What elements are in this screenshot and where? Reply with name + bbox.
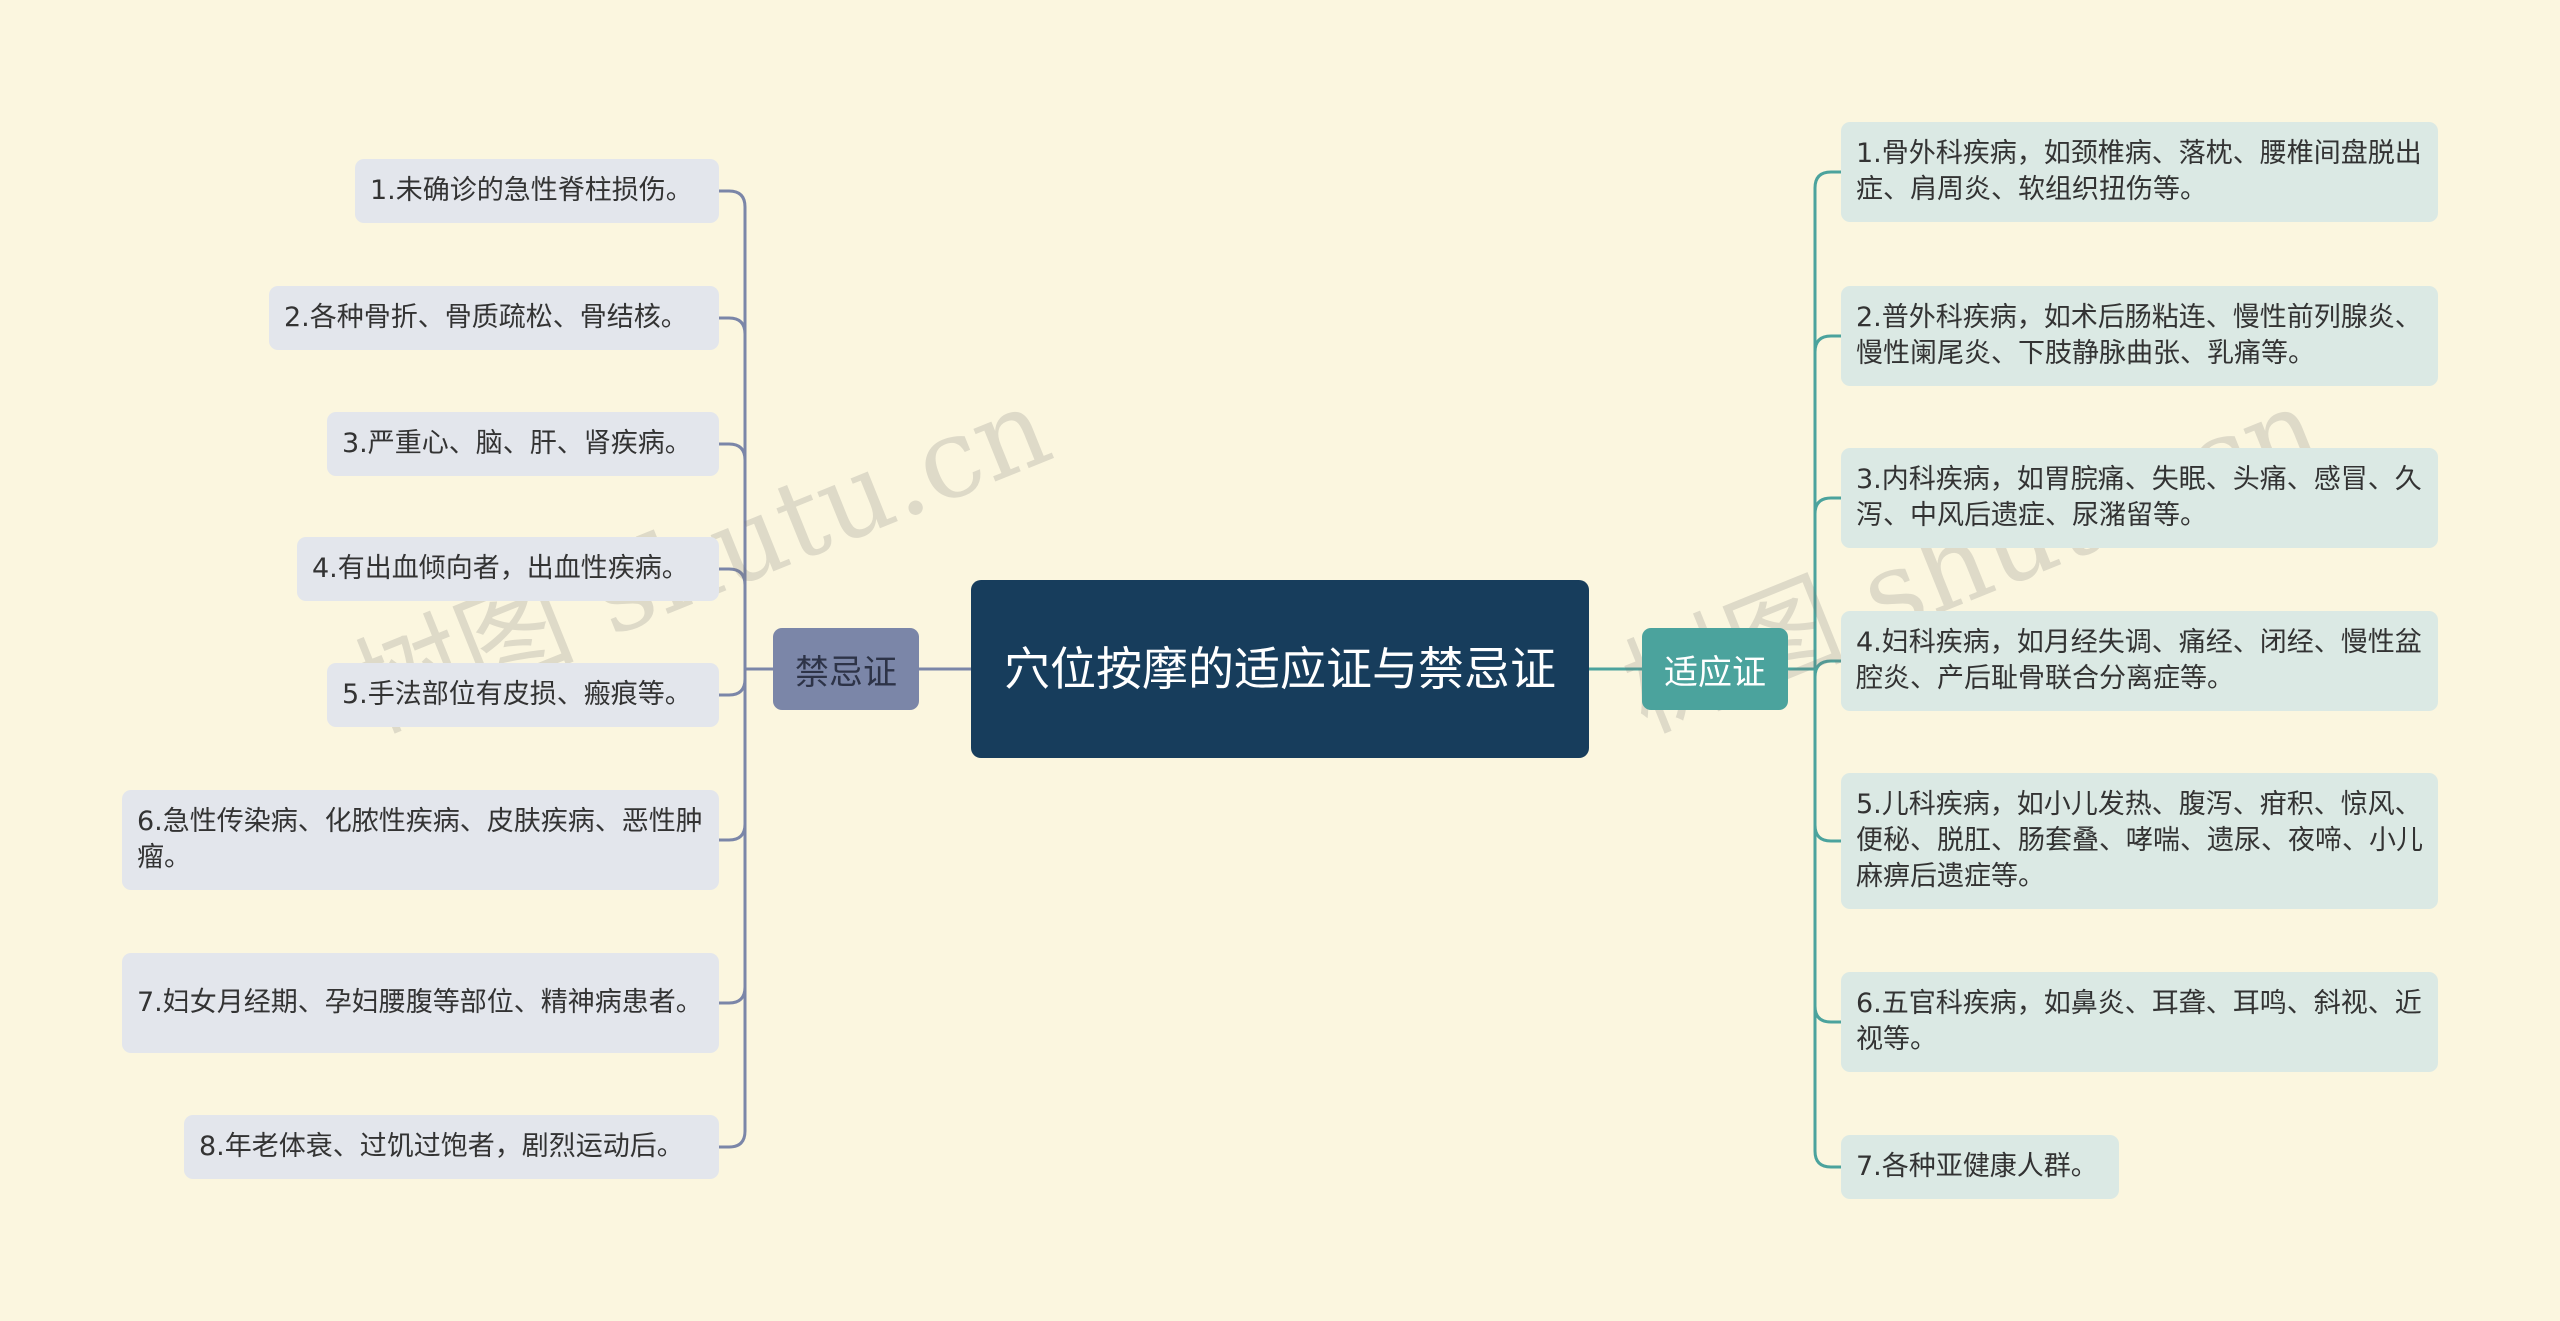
left-leaf-connector-4 [719, 567, 747, 586]
contraindication-item[interactable]: 3.严重心、脑、肝、肾疾病。 [327, 412, 719, 476]
left-leaf-connector-1 [719, 189, 747, 208]
right-leaf-connector-2 [1813, 334, 1841, 353]
root-topic[interactable]: 穴位按摩的适应证与禁忌证 [971, 580, 1589, 758]
indication-item[interactable]: 5.儿科疾病，如小儿发热、腹泻、疳积、惊风、便秘、脱肛、肠套叠、哮喘、遗尿、夜啼… [1841, 773, 2438, 909]
indication-item[interactable]: 2.普外科疾病，如术后肠粘连、慢性前列腺炎、慢性阑尾炎、下肢静脉曲张、乳痛等。 [1841, 286, 2438, 386]
contraindication-item[interactable]: 4.有出血倾向者，出血性疾病。 [297, 537, 719, 601]
indication-item[interactable]: 7.各种亚健康人群。 [1841, 1135, 2119, 1199]
right-leaf-connector-3 [1813, 496, 1841, 515]
contraindication-item[interactable]: 5.手法部位有皮损、瘢痕等。 [327, 663, 719, 727]
contraindication-item[interactable]: 7.妇女月经期、孕妇腰腹等部位、精神病患者。 [122, 953, 719, 1053]
left-leaf-connector-7 [719, 986, 747, 1005]
right-leaf-connector-5 [1813, 824, 1841, 843]
left-leaf-connector-3 [719, 442, 747, 461]
branch-contraindications[interactable]: 禁忌证 [773, 628, 919, 710]
contraindication-item[interactable]: 6.急性传染病、化脓性疾病、皮肤疾病、恶性肿瘤。 [122, 790, 719, 890]
left-leaf-connector-2 [719, 316, 747, 335]
indication-item[interactable]: 4.妇科疾病，如月经失调、痛经、闭经、慢性盆腔炎、产后耻骨联合分离症等。 [1841, 611, 2438, 711]
left-leaf-connector-6 [719, 823, 747, 842]
right-leaf-connector-4 [1813, 659, 1841, 678]
contraindication-item[interactable]: 2.各种骨折、骨质疏松、骨结核。 [269, 286, 719, 350]
contraindication-item[interactable]: 1.未确诊的急性脊柱损伤。 [355, 159, 719, 223]
right-leaf-connector-7 [1813, 1150, 1841, 1169]
indication-item[interactable]: 6.五官科疾病，如鼻炎、耳聋、耳鸣、斜视、近视等。 [1841, 972, 2438, 1072]
indication-item[interactable]: 1.骨外科疾病，如颈椎病、落枕、腰椎间盘脱出症、肩周炎、软组织扭伤等。 [1841, 122, 2438, 222]
left-leaf-connector-5 [719, 678, 747, 697]
right-leaf-connector-6 [1813, 1005, 1841, 1024]
right-leaf-connector-1 [1813, 170, 1841, 189]
branch-indications[interactable]: 适应证 [1642, 628, 1788, 710]
contraindication-item[interactable]: 8.年老体衰、过饥过饱者，剧烈运动后。 [184, 1115, 719, 1179]
left-leaf-connector-8 [719, 1130, 747, 1149]
indication-item[interactable]: 3.内科疾病，如胃脘痛、失眠、头痛、感冒、久泻、中风后遗症、尿潴留等。 [1841, 448, 2438, 548]
